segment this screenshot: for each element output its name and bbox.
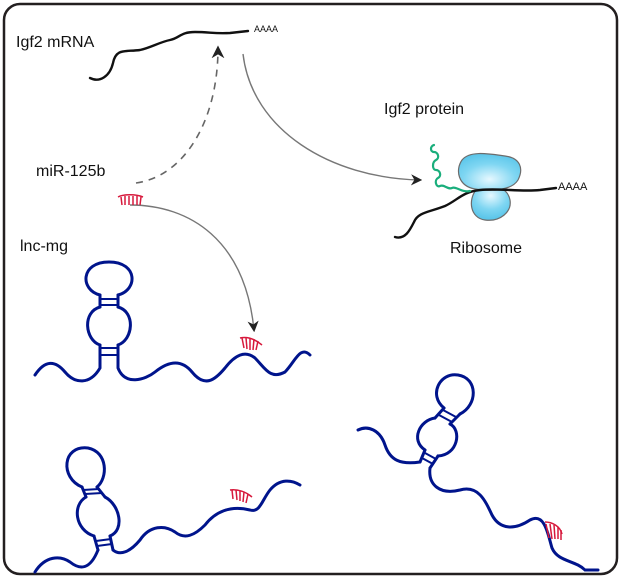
mirna-bound-2 (229, 489, 253, 504)
polya-tail-label: AAAA (254, 24, 279, 34)
ribosome-label: Ribosome (450, 240, 523, 257)
ribosome-large-subunit (457, 152, 522, 191)
lnc-mg-molecule-3 (356, 373, 600, 572)
lnc-mg-molecule-2 (33, 446, 302, 574)
ribosome-complex (393, 143, 558, 239)
lnc-mg-molecule-1 (33, 260, 312, 383)
igf2-protein-chain (429, 143, 472, 193)
inhibition-dashed-arrow (135, 45, 225, 184)
ribosome-small-subunit (470, 186, 511, 221)
translation-arrow (242, 53, 423, 186)
mirna-bound-3 (544, 521, 563, 540)
igf2-mrna-strand (88, 29, 250, 81)
igf2-protein-label: Igf2 protein (384, 101, 465, 118)
mirna-free (117, 194, 144, 206)
mirna-bound-1 (239, 336, 263, 351)
sponge-arrow (129, 204, 259, 333)
ribosome-polya-label: AAAA (558, 181, 588, 193)
igf2-mrna-label: Igf2 mRNA (16, 34, 95, 51)
mir-125b-label: miR-125b (36, 163, 106, 180)
lnc-mg-label: lnc-mg (20, 238, 69, 255)
ribosome-mrna-strand (393, 186, 558, 239)
